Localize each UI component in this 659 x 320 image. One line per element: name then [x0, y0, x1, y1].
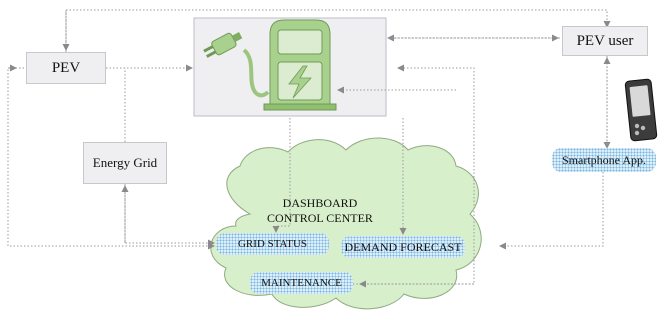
demand-forecast-node: DEMAND FORECAST [341, 236, 465, 258]
energy-grid-node: Energy Grid [83, 142, 167, 184]
pev-node: PEV [26, 52, 106, 84]
smartphone-app-node: Smartphone App. [552, 148, 656, 172]
grid-status-label: GRID STATUS [237, 238, 308, 250]
smartphone-icon [624, 78, 658, 142]
maintenance-node: MAINTENANCE [250, 272, 353, 294]
energy-grid-label: Energy Grid [92, 155, 158, 170]
control-center-title-line1: DASHBOARD [282, 196, 358, 210]
pev-label: PEV [51, 59, 81, 76]
pev-user-node: PEV user [562, 26, 648, 56]
control-center-title-line2: CONTROL CENTER [267, 211, 373, 225]
control-center-title: DASHBOARD CONTROL CENTER [240, 196, 400, 226]
demand-forecast-label: DEMAND FORECAST [344, 239, 462, 254]
maintenance-label: MAINTENANCE [261, 277, 342, 289]
grid-status-node: GRID STATUS [216, 233, 329, 255]
control-center-cloud [210, 137, 482, 310]
pev-user-label: PEV user [576, 32, 634, 49]
charging-station-icon [193, 17, 387, 117]
smartphone-app-label: Smartphone App. [562, 152, 646, 167]
